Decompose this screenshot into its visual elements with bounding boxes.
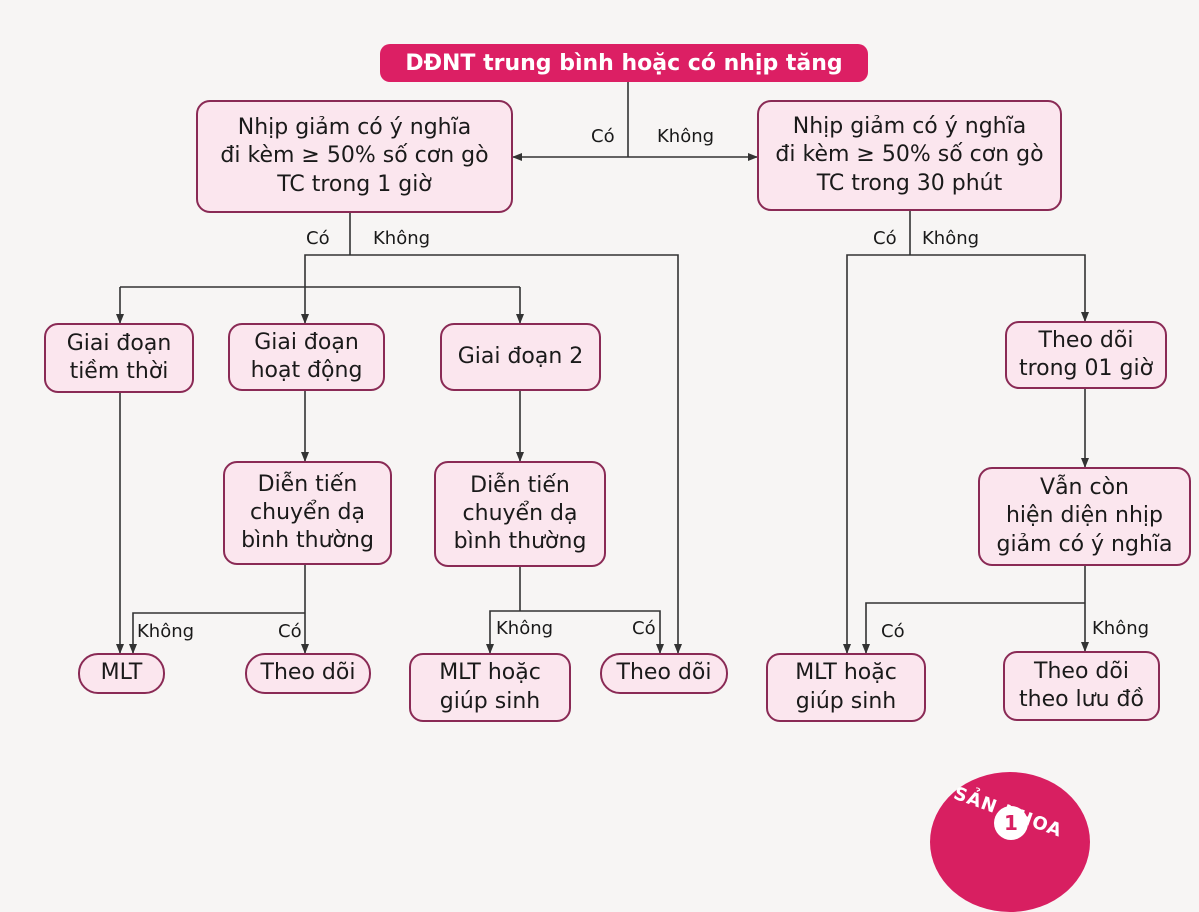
flowchart-title: DĐNT trung bình hoặc có nhịp tăng xyxy=(380,44,868,82)
edge-label-left-no: Không xyxy=(373,228,431,249)
edge-label-active-no: Không xyxy=(137,621,195,642)
edge-label-right-no: Không xyxy=(922,228,980,249)
mlt-latent-node: MLT xyxy=(78,653,165,694)
monitor-1h-node: Theo dõi trong 01 giờ xyxy=(1005,321,1167,389)
edge-label-right-yes: Có xyxy=(873,228,897,249)
arrow-still-yes-to-mlt xyxy=(862,602,1085,654)
second-stage-node: Giai đoạn 2 xyxy=(440,323,601,391)
edge-label-still-no: Không xyxy=(1092,618,1150,639)
arrow-right-yes-to-mlt xyxy=(843,254,910,654)
arrow-active-no-to-mlt xyxy=(129,612,305,654)
connector-left-yes-up xyxy=(304,254,350,287)
edge-label-still-yes: Có xyxy=(881,621,905,642)
mlt-or-assisted-right-node: MLT hoặc giúp sinh xyxy=(766,653,926,722)
monitor-active-node: Theo dõi xyxy=(245,653,371,694)
still-present-node: Vẫn còn hiện diện nhịp giảm có ý nghĩa xyxy=(978,467,1191,566)
edge-label-active-yes: Có xyxy=(278,621,302,642)
badge-number: 1 xyxy=(994,806,1028,840)
arrow-second-no-to-mlt xyxy=(486,610,520,654)
edge-label-second-no: Không xyxy=(496,618,554,639)
connector-lines xyxy=(116,82,1089,654)
second-stage-labor-progress-node: Diễn tiến chuyển dạ bình thường xyxy=(434,461,606,567)
right-decision-node: Nhịp giảm có ý nghĩa đi kèm ≥ 50% số cơn… xyxy=(757,100,1062,211)
edge-label-top-no: Không xyxy=(657,126,715,147)
arrow-second-yes-to-monitor xyxy=(520,610,664,654)
arrow-right-no-to-monitor xyxy=(910,254,1089,322)
edge-label-second-yes: Có xyxy=(632,618,656,639)
active-phase-node: Giai đoạn hoạt động xyxy=(228,323,385,391)
left-decision-node: Nhịp giảm có ý nghĩa đi kèm ≥ 50% số cơn… xyxy=(196,100,513,213)
arrow-left-no-to-monitor xyxy=(350,254,682,654)
monitor-flowchart-node: Theo dõi theo lưu đồ xyxy=(1003,651,1160,721)
latent-phase-node: Giai đoạn tiềm thời xyxy=(44,323,194,393)
active-labor-progress-node: Diễn tiến chuyển dạ bình thường xyxy=(223,461,392,565)
mlt-or-assisted-left-node: MLT hoặc giúp sinh xyxy=(409,653,571,722)
monitor-no-left-node: Theo dõi xyxy=(600,653,728,694)
edge-label-left-yes: Có xyxy=(306,228,330,249)
edge-label-top-yes: Có xyxy=(591,126,615,147)
